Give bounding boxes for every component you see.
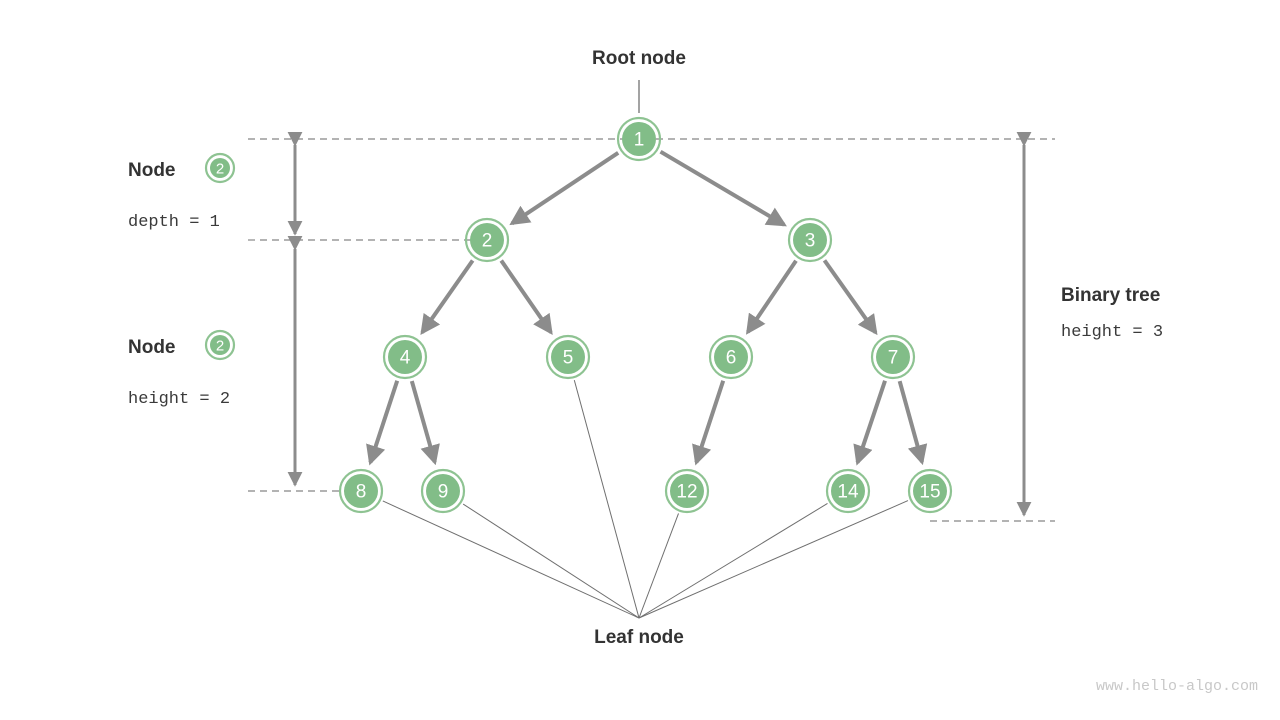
node-outer-ring: [825, 468, 871, 514]
node-body: [426, 474, 460, 508]
binary-tree-title: Binary tree: [1061, 285, 1160, 306]
leaf-pointer-n9: [462, 503, 640, 619]
node-depth-annotation: Node 2 depth = 1: [128, 152, 236, 232]
node-outer-ring: [708, 334, 754, 380]
tree-node-4[interactable]: 4: [382, 334, 428, 380]
node-value: 3: [805, 231, 816, 252]
node-value: 15: [919, 482, 940, 503]
node-outer-ring: [664, 468, 710, 514]
node-outer-ring: [545, 334, 591, 380]
node-body: [714, 340, 748, 374]
root-node-annotation: Root node: [592, 48, 686, 113]
edge-n7-n15: [897, 380, 928, 466]
node-value: 7: [888, 348, 899, 369]
edge-n4-n8: [366, 380, 400, 466]
node-height-title: Node: [128, 337, 176, 358]
node-outer-ring: [464, 217, 510, 263]
tree-node-7[interactable]: 7: [870, 334, 916, 380]
edge-n1-n2: [509, 151, 620, 226]
edge-n4-n9: [409, 380, 440, 466]
edge-n7-n14: [853, 380, 887, 466]
node-body: [470, 223, 504, 257]
node-outer-ring: [204, 152, 236, 184]
leaf-pointer-n14: [638, 503, 828, 619]
tree-node-6[interactable]: 6: [708, 334, 754, 380]
node-outer-ring: [338, 468, 384, 514]
tree-node-1[interactable]: 1: [616, 116, 662, 162]
node-body: [793, 223, 827, 257]
node-value: 6: [726, 348, 737, 369]
leaf-pointer-n8: [382, 500, 640, 619]
node-outer-ring: [787, 217, 833, 263]
tree-node-12[interactable]: 12: [664, 468, 710, 514]
node-value: 2: [482, 231, 493, 252]
node-depth-badge: 2: [204, 152, 236, 184]
node-body: [210, 158, 230, 178]
node-outer-ring: [204, 329, 236, 361]
node-outer-ring: [420, 468, 466, 514]
node-outer-ring: [907, 468, 953, 514]
node-height-annotation: Node 2 height = 2: [128, 329, 236, 409]
node-body: [831, 474, 865, 508]
tree-node-15[interactable]: 15: [907, 468, 953, 514]
edge-n2-n4: [420, 259, 475, 336]
node-value: 1: [634, 130, 645, 151]
leaf-pointer-n5: [573, 380, 640, 619]
node-value: 2: [216, 161, 224, 178]
node-value: 9: [438, 482, 449, 503]
node-value: 5: [563, 348, 574, 369]
tree-edges: [366, 149, 928, 466]
root-node-label: Root node: [592, 48, 686, 69]
tree-node-9[interactable]: 9: [420, 468, 466, 514]
node-body: [913, 474, 947, 508]
node-height-badge: 2: [204, 329, 236, 361]
badge-node-2[interactable]: 2: [204, 152, 236, 184]
node-value: 4: [400, 348, 411, 369]
node-outer-ring: [870, 334, 916, 380]
node-body: [388, 340, 422, 374]
node-outer-ring: [616, 116, 662, 162]
edge-n2-n5: [499, 259, 553, 335]
edge-n1-n3: [659, 149, 787, 227]
node-body: [344, 474, 378, 508]
tree-node-2[interactable]: 2: [464, 217, 510, 263]
leaf-pointer-n12: [638, 513, 679, 619]
node-body: [551, 340, 585, 374]
leaf-node-annotation: Leaf node: [594, 627, 684, 648]
tree-node-8[interactable]: 8: [338, 468, 384, 514]
node-height-value: height = 2: [128, 390, 230, 409]
leaf-pointer-n15: [638, 500, 909, 619]
badge-node-2[interactable]: 2: [204, 329, 236, 361]
leaf-node-pointers: [382, 380, 909, 619]
node-depth-title: Node: [128, 160, 176, 181]
node-body: [670, 474, 704, 508]
measurement-arrows: [287, 131, 1032, 517]
edge-n3-n6: [745, 259, 798, 335]
guide-lines: [248, 138, 1055, 522]
binary-tree-annotation: Binary tree height = 3: [1061, 285, 1163, 342]
tree-node-14[interactable]: 14: [825, 468, 871, 514]
node-value: 8: [356, 482, 367, 503]
tree-node-3[interactable]: 3: [787, 217, 833, 263]
node-value: 12: [676, 482, 697, 503]
leaf-node-label: Leaf node: [594, 627, 684, 648]
binary-tree-height-value: height = 3: [1061, 323, 1163, 342]
node-body: [876, 340, 910, 374]
edge-n3-n7: [822, 259, 878, 336]
watermark-text: www.hello-algo.com: [1096, 678, 1258, 695]
node-value: 14: [837, 482, 859, 503]
node-depth-value: depth = 1: [128, 213, 220, 232]
edge-n6-n12: [692, 380, 726, 466]
node-outer-ring: [382, 334, 428, 380]
node-value: 2: [216, 338, 224, 355]
tree-node-5[interactable]: 5: [545, 334, 591, 380]
node-body: [210, 335, 230, 355]
node-body: [622, 122, 656, 156]
